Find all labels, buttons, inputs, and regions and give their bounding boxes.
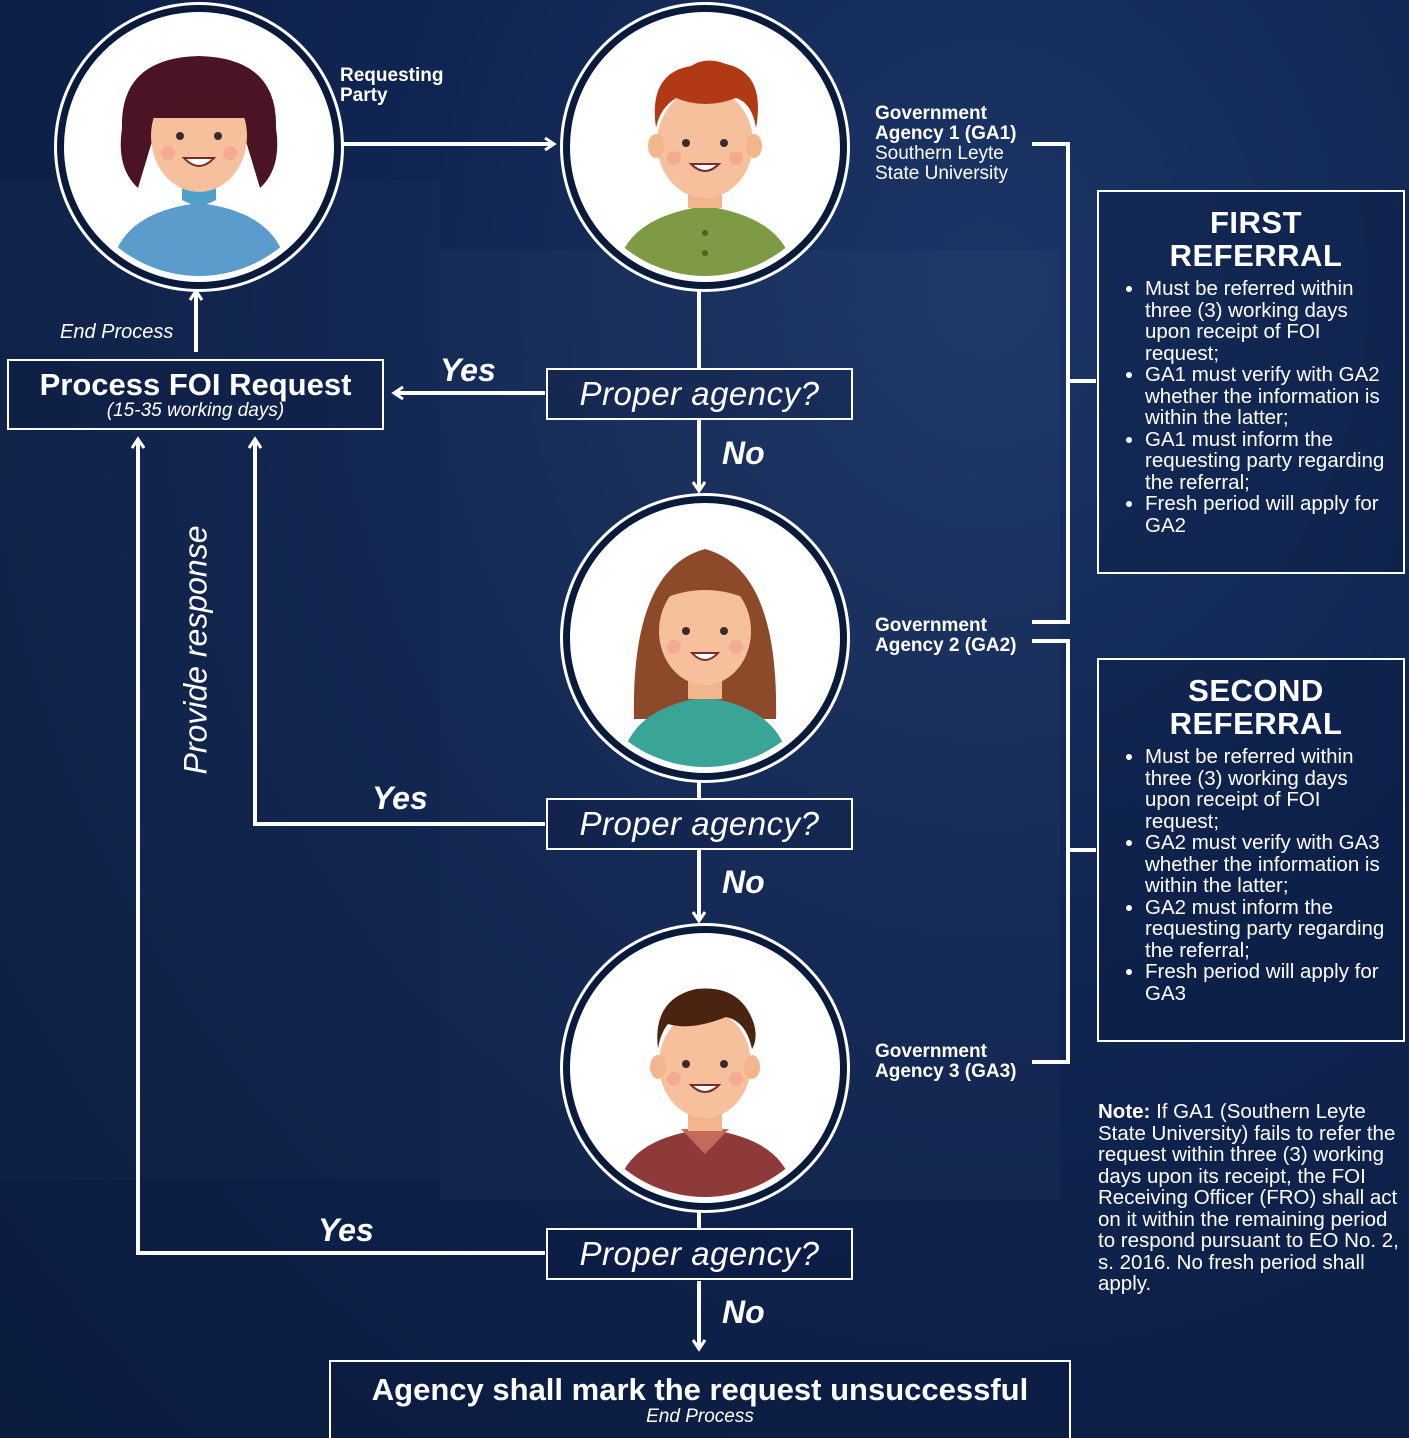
note-label: Note: — [1098, 1100, 1151, 1123]
ga1-avatar — [570, 12, 840, 282]
first-referral-item: GA1 must verify with GA2 whether the inf… — [1145, 364, 1391, 429]
unsuccessful-title: Agency shall mark the request unsuccessf… — [371, 1372, 1029, 1407]
decision-box-3: Proper agency? — [546, 1228, 853, 1280]
second-referral-panel: SECOND REFERRAL Must be referred within … — [1097, 658, 1405, 1042]
note-body: If GA1 (Southern Leyte State University)… — [1098, 1100, 1399, 1295]
ga2-label: Government Agency 2 (GA2) — [875, 616, 1035, 656]
process-foi-request-title: Process FOI Request — [39, 366, 352, 402]
requesting-party-label: Requesting Party — [340, 65, 444, 106]
ga1-label: Government Agency 1 (GA1) Southern Leyte… — [875, 104, 1035, 184]
process-foi-request-box: Process FOI Request (15-35 working days) — [7, 359, 384, 430]
decision-box-1: Proper agency? — [546, 368, 853, 420]
second-referral-title: SECOND REFERRAL — [1169, 673, 1343, 741]
unsuccessful-subtitle: End Process — [646, 1406, 754, 1427]
ga3-avatar — [570, 933, 840, 1203]
end-process-label: End Process — [60, 321, 174, 343]
first-referral-panel: FIRST REFERRAL Must be referred within t… — [1097, 190, 1405, 574]
decision-3-no-label: No — [722, 1294, 765, 1330]
second-referral-item: GA2 must inform the requesting party reg… — [1145, 896, 1391, 962]
ga3-label: Government Agency 3 (GA3) — [875, 1042, 1035, 1082]
first-referral-title: FIRST REFERRAL — [1169, 205, 1343, 273]
second-referral-item: Fresh period will apply for GA3 — [1145, 961, 1391, 1004]
first-referral-item: Must be referred within three (3) workin… — [1145, 278, 1391, 364]
first-referral-item: GA1 must inform the requesting party reg… — [1145, 428, 1391, 494]
provide-response-label: Provide response — [177, 525, 214, 775]
bracket-second-referral — [1032, 639, 1070, 1064]
second-referral-item: Must be referred within three (3) workin… — [1145, 746, 1391, 832]
decision-1-no-label: No — [722, 435, 765, 471]
decision-3-question: Proper agency? — [579, 1235, 820, 1272]
second-referral-list: Must be referred within three (3) workin… — [1121, 746, 1391, 1004]
first-referral-list: Must be referred within three (3) workin… — [1121, 278, 1391, 536]
decision-2-no-label: No — [722, 864, 765, 900]
arrow-decision3-yes — [138, 440, 545, 1255]
decision-3-yes-label: Yes — [318, 1212, 374, 1248]
unsuccessful-box: Agency shall mark the request unsuccessf… — [329, 1360, 1071, 1438]
decision-2-question: Proper agency? — [579, 805, 820, 842]
ga2-label-name: Government Agency 2 (GA2) — [875, 615, 1017, 656]
ga3-label-name: Government Agency 3 (GA3) — [875, 1041, 1017, 1082]
requesting-party-avatar — [64, 12, 334, 282]
bracket-first-referral — [1032, 142, 1070, 624]
ga1-label-sub: Southern Leyte State University — [875, 143, 1009, 184]
decision-box-2: Proper agency? — [546, 798, 853, 850]
note-text: Note: If GA1 (Southern Leyte State Unive… — [1098, 1101, 1403, 1295]
decision-1-yes-label: Yes — [440, 352, 496, 388]
ga2-avatar — [570, 503, 840, 773]
arrow-decision2-yes — [255, 440, 545, 826]
ga1-label-name: Government Agency 1 (GA1) — [875, 103, 1017, 144]
decision-2-yes-label: Yes — [372, 780, 428, 816]
decision-1-question: Proper agency? — [579, 375, 820, 412]
first-referral-item: Fresh period will apply for GA2 — [1145, 493, 1391, 536]
process-foi-request-subtitle: (15-35 working days) — [106, 399, 285, 421]
second-referral-item: GA2 must verify with GA3 whether the inf… — [1145, 832, 1391, 897]
